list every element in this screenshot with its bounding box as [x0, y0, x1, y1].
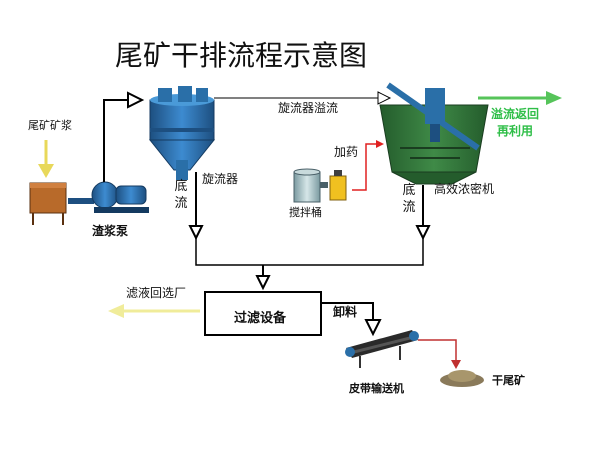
overflow-return-arrow [478, 91, 562, 105]
tank-icon [29, 182, 67, 225]
mixing-tank-label: 搅拌桶 [289, 206, 322, 219]
tailings-slurry-label: 尾矿矿浆 [28, 119, 72, 132]
discharge-flow [322, 302, 382, 337]
hydrocyclone-icon [148, 86, 216, 180]
collection-line [195, 238, 424, 291]
pump-icon [68, 181, 149, 213]
slurry-input-arrow [38, 140, 54, 178]
cyclone-overflow-label: 旋流器溢流 [278, 101, 339, 115]
belt-conveyor-label: 皮带输送机 [349, 382, 404, 395]
overflow-reuse-label-1: 溢流返回 [491, 107, 540, 121]
dry-tailings-label: 干尾矿 [492, 374, 525, 387]
slurry-pump-label: 渣浆泵 [92, 224, 129, 238]
discharge-label: 卸料 [333, 305, 358, 319]
reagent-line [352, 140, 384, 191]
filter-equipment-label: 过滤设备 [234, 311, 287, 326]
filter-equipment-box: 过滤设备 [204, 291, 322, 336]
to-pile-line [418, 339, 461, 369]
filtrate-return-label: 滤液回选厂 [126, 286, 187, 300]
cyclone-label: 旋流器 [202, 172, 239, 186]
tailings-pile-icon [440, 370, 484, 387]
pump-to-cyclone-flow [103, 91, 145, 182]
cyclone-overflow-flow [214, 91, 392, 105]
belt-conveyor-icon [345, 330, 419, 368]
add-reagent-label: 加药 [334, 145, 359, 159]
overflow-reuse-label-2: 再利用 [497, 124, 534, 138]
mixing-tank-icon [293, 168, 347, 203]
diagram-title: 尾矿干排流程示意图 [115, 39, 368, 72]
thickener-underflow-flow [415, 185, 431, 241]
thickener-underflow-label: 底流 [402, 183, 416, 215]
filtrate-return-arrow [108, 304, 200, 318]
thickener-icon [379, 82, 489, 185]
thickener-label: 高效浓密机 [434, 182, 495, 196]
cyclone-underflow-flow [188, 172, 204, 241]
cyclone-underflow-label: 底流 [174, 179, 188, 211]
